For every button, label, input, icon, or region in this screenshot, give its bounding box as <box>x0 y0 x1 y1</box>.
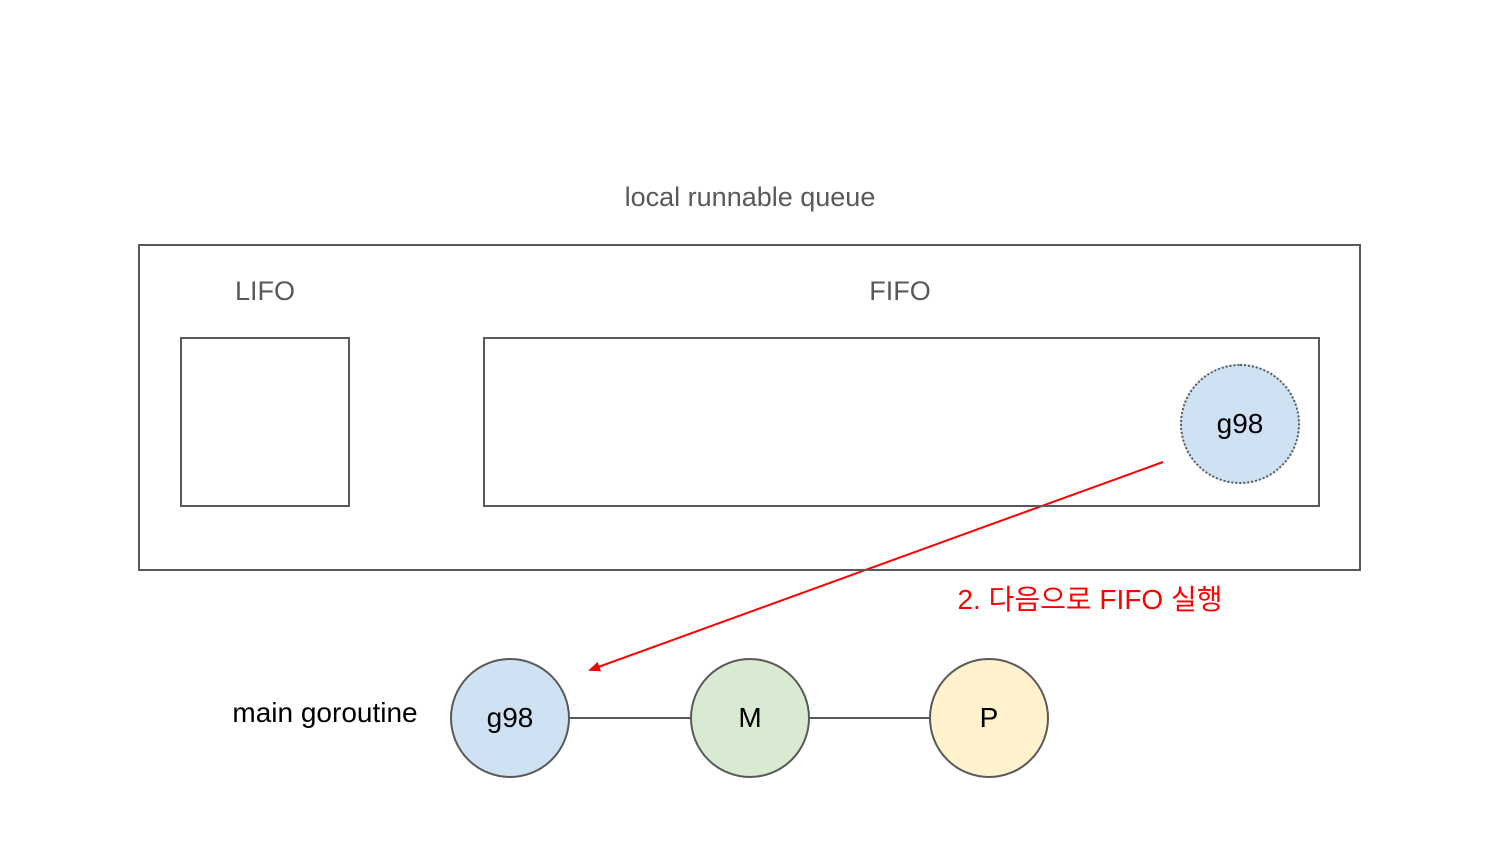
goroutine-node-label: g98 <box>486 702 534 733</box>
goroutine-node: g98 <box>450 658 570 778</box>
machine-node: M <box>690 658 810 778</box>
processor-node: P <box>929 658 1049 778</box>
machine-node-label: M <box>738 702 762 733</box>
local-runnable-queue-box <box>138 244 1361 571</box>
queued-goroutine-label: g98 <box>1216 408 1264 439</box>
fifo-label: FIFO <box>869 276 931 306</box>
lifo-label: LIFO <box>234 276 295 306</box>
main-goroutine-label: main goroutine <box>232 697 418 728</box>
queued-goroutine-node: g98 <box>1180 364 1300 484</box>
processor-node-label: P <box>979 702 999 733</box>
queue-title: local runnable queue <box>624 182 876 212</box>
fifo-queue <box>483 337 1320 507</box>
step-annotation: 2. 다음으로 FIFO 실행 <box>957 584 1223 615</box>
lifo-slot <box>180 337 350 507</box>
